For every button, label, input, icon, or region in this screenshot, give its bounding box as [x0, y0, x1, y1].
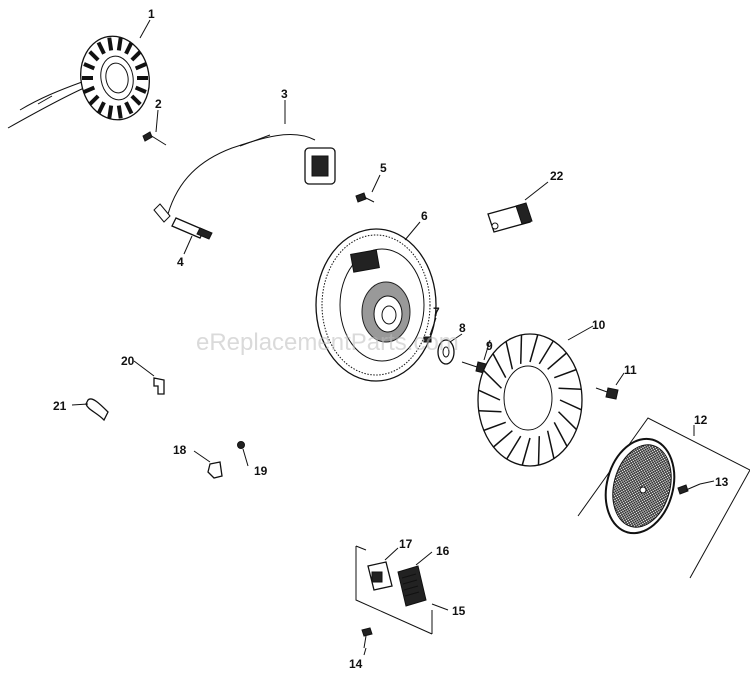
part-14-screw[interactable]	[361, 627, 373, 649]
callout-15: 15	[452, 604, 466, 618]
part-13-screw[interactable]	[677, 483, 701, 495]
part-17-rectifier-cover[interactable]	[367, 561, 393, 591]
part-5-screw[interactable]	[355, 192, 375, 203]
part-20-clip[interactable]	[153, 377, 165, 395]
part-21-bracket[interactable]	[85, 398, 109, 422]
leader-lines	[71, 19, 715, 656]
callout-14: 14	[349, 657, 363, 671]
part-4-spark-plug[interactable]	[171, 217, 213, 240]
part-3-ignition-module[interactable]	[153, 134, 336, 223]
callout-4: 4	[177, 255, 184, 269]
part-8-washer[interactable]	[437, 339, 455, 365]
part-19-nut[interactable]	[237, 441, 245, 449]
watermark: eReplacementParts.com	[196, 329, 459, 356]
part-6-flywheel[interactable]	[315, 228, 437, 382]
part-10-fan[interactable]	[477, 333, 583, 467]
part-7-key[interactable]	[423, 336, 432, 343]
callout-numbers: 1 2 3 4 5 6 7 8 9 10 11 12 13 14 15 16 1…	[53, 7, 729, 671]
callout-22: 22	[550, 169, 564, 183]
callout-1: 1	[148, 7, 155, 21]
callout-19: 19	[254, 464, 268, 478]
callout-11: 11	[624, 363, 637, 377]
callout-21: 21	[53, 399, 67, 413]
callout-20: 20	[121, 354, 135, 368]
part-18-clip[interactable]	[207, 461, 223, 479]
callout-7: 7	[433, 305, 440, 319]
callout-2: 2	[155, 97, 162, 111]
callout-3: 3	[281, 87, 288, 101]
callout-12: 12	[694, 413, 708, 427]
part-15-rectifier-assembly[interactable]	[355, 545, 433, 635]
callout-18: 18	[173, 443, 187, 457]
callout-5: 5	[380, 161, 387, 175]
part-1-stator[interactable]	[7, 31, 156, 129]
callout-13: 13	[715, 475, 729, 489]
callout-16: 16	[436, 544, 450, 558]
part-22-connector[interactable]	[487, 202, 533, 233]
part-11-bolt[interactable]	[595, 387, 619, 400]
part-16-regulator[interactable]	[397, 565, 427, 607]
part-12-screen[interactable]	[577, 417, 750, 579]
callout-10: 10	[592, 318, 606, 332]
callout-8: 8	[459, 321, 466, 335]
part-2-screw[interactable]	[142, 131, 167, 146]
callout-9: 9	[486, 339, 493, 353]
callout-17: 17	[399, 537, 413, 551]
callout-6: 6	[421, 209, 428, 223]
